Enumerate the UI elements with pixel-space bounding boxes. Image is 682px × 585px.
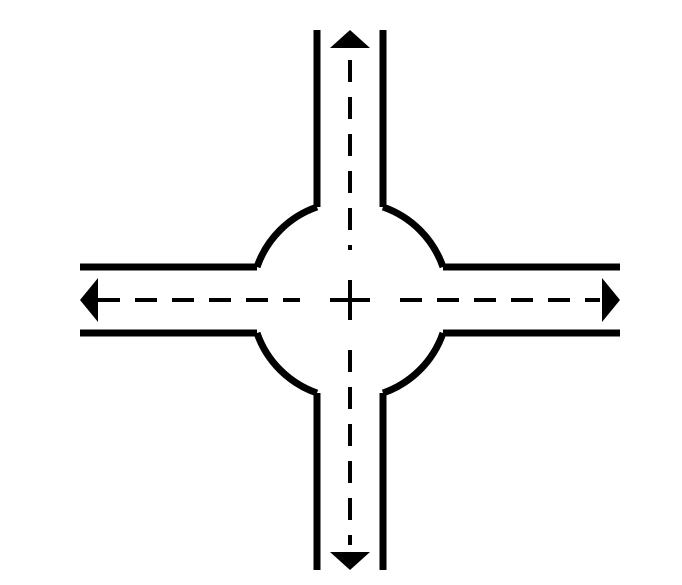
- circle-arc-southeast: [381, 331, 447, 397]
- plus-icon: [330, 280, 370, 320]
- arrow-left-icon: [80, 278, 98, 322]
- arrow-up-icon: [330, 30, 370, 48]
- circle-arc-northwest: [253, 203, 319, 269]
- circle-arc-northeast: [381, 203, 447, 269]
- circle-arc-southwest: [253, 331, 319, 397]
- arrow-down-icon: [330, 552, 370, 570]
- arrow-right-icon: [602, 278, 620, 322]
